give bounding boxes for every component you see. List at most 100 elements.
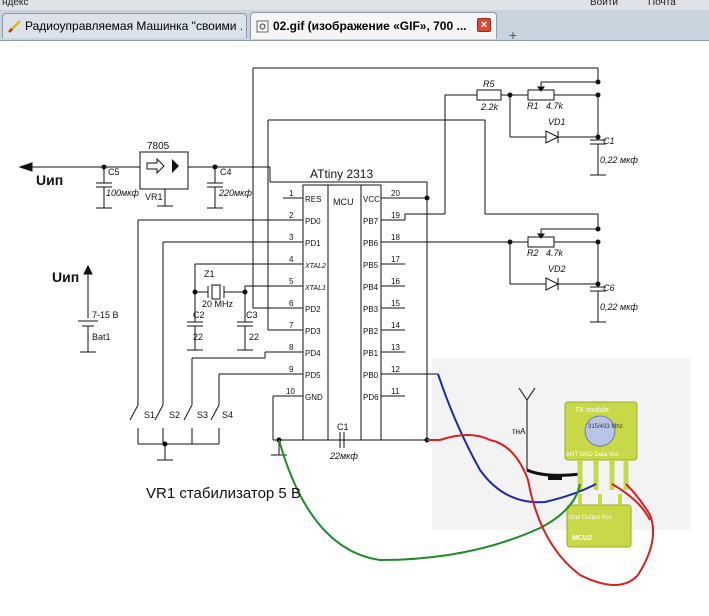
c5-value: 100мкф <box>106 188 139 198</box>
c1-bottom-name: C1 <box>337 422 349 432</box>
caption: VR1 стабилизатор 5 В <box>146 485 301 502</box>
pin-20-num: 20 <box>391 189 400 198</box>
pin-17-name: PB5 <box>363 261 379 270</box>
switch-s4: S4 <box>222 410 233 420</box>
tx-module-title: TX module <box>575 407 609 414</box>
c4-value: 220мкф <box>218 188 252 198</box>
pin-15-name: PB3 <box>363 305 379 314</box>
battery-name: Bat1 <box>92 332 111 342</box>
junction-dots <box>101 79 601 447</box>
top-right-fragment-mail[interactable]: Почта <box>648 0 676 8</box>
pin-9-name: PD5 <box>305 371 321 380</box>
switch-s1: S1 <box>144 410 155 420</box>
pin-3-num: 3 <box>289 233 294 242</box>
c1-top-value: 0,22 мкф <box>600 155 638 165</box>
c6-value: 0,22 мкф <box>600 302 638 312</box>
close-tab-icon[interactable]: × <box>477 18 491 32</box>
pin-6-name: PD2 <box>305 305 321 314</box>
new-tab-button[interactable]: + <box>508 27 518 43</box>
c5-name: C5 <box>108 167 120 177</box>
pin-17-num: 17 <box>391 255 400 264</box>
pin-14-name: PB2 <box>363 327 379 336</box>
vd2-label: VD2 <box>548 264 566 274</box>
top-left-fragment: ндекс <box>2 0 29 8</box>
pin-20-name: VCC <box>363 195 380 204</box>
pin-9-num: 9 <box>289 365 294 374</box>
pin-3-name: PD1 <box>305 239 321 248</box>
c3-name: C3 <box>246 310 258 320</box>
pin-1-num: 1 <box>289 189 294 198</box>
c1-top-name: C1 <box>603 136 615 146</box>
vd1-label: VD1 <box>548 117 566 127</box>
c6-name: C6 <box>603 283 615 293</box>
pin-13-num: 13 <box>391 343 400 352</box>
c2-value: 22 <box>193 332 203 342</box>
yandex-icon <box>7 19 21 33</box>
top-right-fragment-login[interactable]: Войти <box>590 0 618 8</box>
pin-12-name: PB0 <box>363 371 379 380</box>
tab-image[interactable]: 02.gif (изображение «GIF», 700 ... × <box>250 12 497 39</box>
regulator-label: 7805 <box>147 141 170 152</box>
tab-image-label: 02.gif (изображение «GIF», 700 ... <box>273 19 467 33</box>
photo-panel <box>432 358 690 530</box>
antenna-label: тнА <box>512 427 526 436</box>
regulator-name: VR1 <box>145 192 163 202</box>
tx-module-freq: 315/433 Mhz <box>588 424 623 430</box>
pin-8-num: 8 <box>289 343 294 352</box>
mcu-title: ATtiny 2313 <box>310 167 373 181</box>
pin-5-num: 5 <box>289 277 294 286</box>
pin-10-name: GND <box>305 393 323 402</box>
switch-s2: S2 <box>169 410 180 420</box>
c2-name: C2 <box>193 310 205 320</box>
mcu2-name: MCU2 <box>572 535 592 542</box>
colored-wires <box>278 373 655 586</box>
battery-supply-label: Uип <box>52 269 79 285</box>
pin-2-name: PD0 <box>305 217 321 226</box>
schematic-image: Uип 7805 VR1 C5 100мкф C4 220мкф ATtiny … <box>0 40 709 616</box>
pin-1-name: RES <box>305 195 321 204</box>
pin-12-num: 12 <box>391 365 400 374</box>
pin-7-name: PD3 <box>305 327 321 336</box>
switch-s3: S3 <box>197 410 208 420</box>
pin-11-num: 11 <box>391 387 400 396</box>
c1-bottom-value: 22мкф <box>329 451 358 461</box>
pin-18-num: 18 <box>391 233 400 242</box>
pin-10-num: 10 <box>286 387 295 396</box>
pin-8-name: PD4 <box>305 349 321 358</box>
supply-left-label: Uип <box>36 172 63 188</box>
image-icon <box>255 19 269 33</box>
pin-16-num: 16 <box>391 277 400 286</box>
tab-article-label: Радиоуправляемая Машинка "своими ... <box>25 19 242 33</box>
c3-value: 22 <box>249 332 259 342</box>
wiring <box>18 67 606 461</box>
mcu2-module <box>566 494 632 548</box>
tab-bar: Радиоуправляемая Машинка "своими ... 02.… <box>0 10 709 43</box>
labels: Uип 7805 VR1 C5 100мкф C4 220мкф ATtiny … <box>36 79 638 542</box>
pin-18-name: PB6 <box>363 239 379 248</box>
pin-5-name: XTAL1 <box>304 285 326 292</box>
voltage-regulator <box>139 151 189 190</box>
pin-15-num: 15 <box>391 299 400 308</box>
tab-article[interactable]: Радиоуправляемая Машинка "своими ... <box>2 13 247 38</box>
z1-name: Z1 <box>204 269 215 279</box>
pin-16-name: PB4 <box>363 283 379 292</box>
schematic-svg: Uип 7805 VR1 C5 100мкф C4 220мкф ATtiny … <box>18 67 690 586</box>
pin-2-num: 2 <box>289 211 294 220</box>
pin-4-num: 4 <box>289 255 294 264</box>
r5-value: 2.2k <box>480 102 499 112</box>
z1-freq: 20 MHz <box>202 299 234 309</box>
r5-name: R5 <box>483 79 495 89</box>
pin-4-name: XTAL2 <box>304 263 326 270</box>
battery-voltage: 7-15 В <box>92 310 119 320</box>
r1-name: R1 <box>527 101 539 111</box>
r2-value: 4.7k <box>546 248 564 258</box>
pin-19-name: PB7 <box>363 217 379 226</box>
mcu-center-label: MCU <box>333 197 354 207</box>
antenna-base <box>548 474 562 480</box>
tx-module-pins: ANT GND Data Vcc <box>566 452 619 458</box>
pin-19-num: 19 <box>391 211 400 220</box>
pin-13-name: PB1 <box>363 349 379 358</box>
r1-value: 4.7k <box>546 101 564 111</box>
c4-name: C4 <box>220 167 232 177</box>
pin-6-num: 6 <box>289 299 294 308</box>
